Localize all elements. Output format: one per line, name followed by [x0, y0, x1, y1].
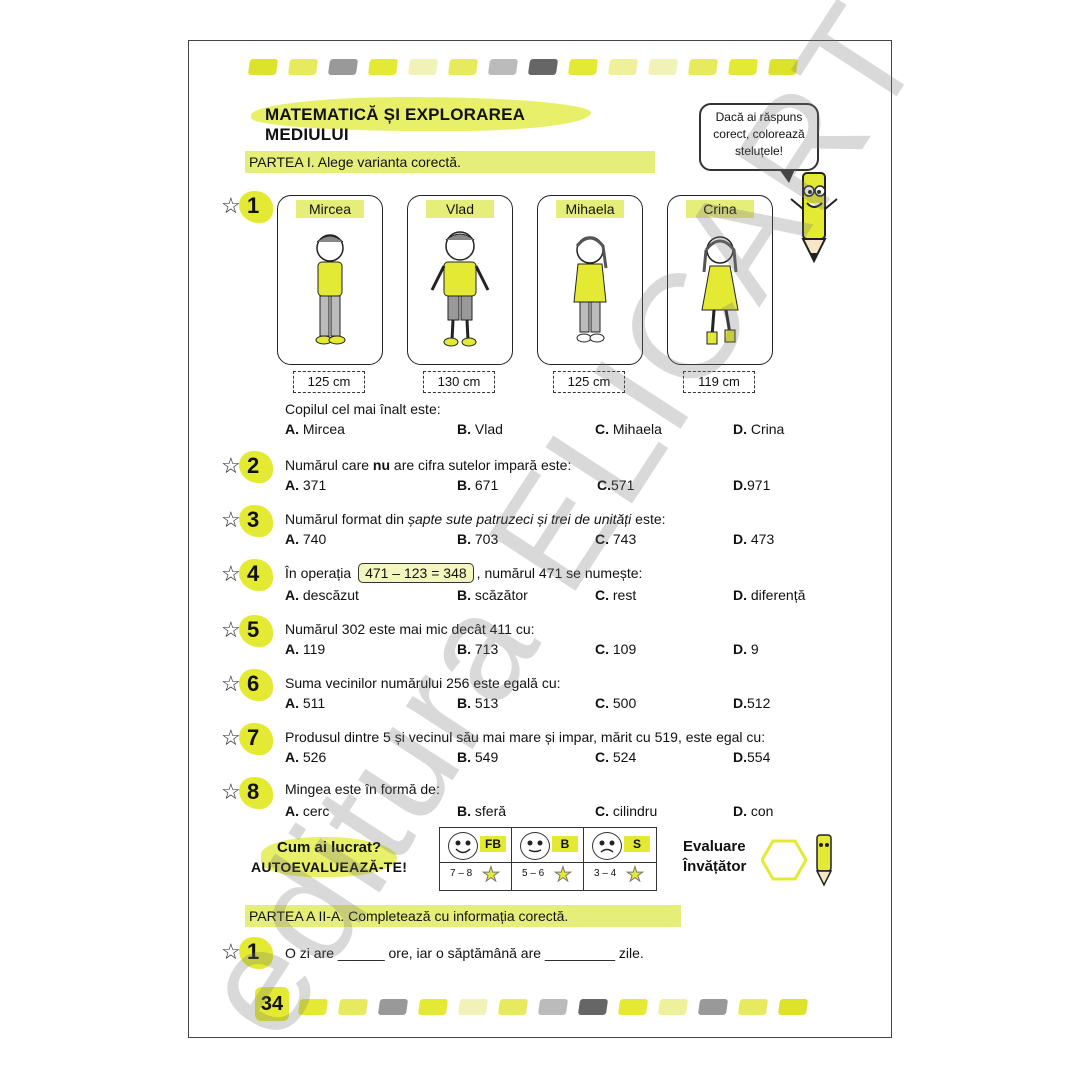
question-text: Numărul care nu are cifra sutelor impară…: [285, 457, 572, 473]
star-icon[interactable]: ☆: [221, 939, 241, 964]
teacher-evaluation-label: Evaluare Învățător: [679, 837, 749, 877]
operation-box: 471 – 123 = 348: [358, 563, 474, 583]
question-text: În operația 471 – 123 = 348, numărul 471…: [285, 563, 643, 583]
question-text: Numărul format din șapte sute patruzeci …: [285, 511, 666, 527]
level-fb[interactable]: FB 7 – 8 ★: [440, 828, 512, 890]
page-number: 34: [255, 987, 289, 1021]
level-b[interactable]: B 5 – 6 ★: [512, 828, 584, 890]
star-icon[interactable]: ☆: [221, 725, 241, 750]
part1-heading: PARTEA I. Alege varianta corectă.: [245, 151, 655, 173]
question-text: Suma vecinilor numărului 256 este egală …: [285, 675, 561, 691]
question-number-7: ☆ 7: [221, 723, 281, 759]
question-text: Mingea este în formă de:: [285, 781, 440, 797]
hexagon-evaluation-box[interactable]: [761, 839, 807, 881]
question-number-4: ☆ 4: [221, 559, 281, 595]
star-icon[interactable]: ★: [554, 864, 573, 887]
neutral-face-icon: [520, 832, 550, 860]
fill-in-question[interactable]: O zi are ______ ore, iar o săptămână are…: [285, 945, 644, 961]
question-number-3: ☆ 3: [221, 505, 281, 541]
height-label-mihaela: 125 cm: [553, 371, 625, 393]
star-icon[interactable]: ☆: [221, 193, 241, 218]
page-title: MATEMATICĂ ȘI EXPLORAREA MEDIULUI: [251, 97, 591, 144]
child-card-crina: Crina: [667, 195, 773, 365]
star-icon[interactable]: ☆: [221, 561, 241, 586]
height-label-mircea: 125 cm: [293, 371, 365, 393]
question-number-part2-1: ☆ 1: [221, 937, 281, 973]
happy-face-icon: [448, 832, 478, 860]
instruction-bubble: Dacă ai răspuns corect, colorează steluț…: [699, 103, 819, 183]
star-icon[interactable]: ☆: [221, 617, 241, 642]
girl-figure-icon: [573, 236, 608, 343]
star-icon[interactable]: ☆: [221, 779, 241, 804]
pencil-mascot-icon: [815, 834, 833, 887]
star-icon[interactable]: ★: [626, 864, 645, 887]
question-number-6: ☆ 6: [221, 669, 281, 705]
question-number-5: ☆ 5: [221, 615, 281, 651]
girl-figure-icon: [701, 236, 739, 345]
boy-figure-icon: [315, 234, 346, 345]
boy-figure-icon: [430, 231, 490, 347]
sad-face-icon: [592, 832, 622, 860]
child-card-mircea: Mircea: [277, 195, 383, 365]
top-decoration: [247, 59, 809, 75]
question-text: Copilul cel mai înalt este:: [285, 401, 441, 417]
star-icon[interactable]: ☆: [221, 671, 241, 696]
star-icon[interactable]: ★: [482, 864, 501, 887]
self-evaluation-label: Cum ai lucrat? AUTOEVALUEAZĂ-TE!: [251, 837, 408, 877]
question-text: Numărul 302 este mai mic decât 411 cu:: [285, 621, 535, 637]
child-card-vlad: Vlad: [407, 195, 513, 365]
height-label-crina: 119 cm: [683, 371, 755, 393]
star-icon[interactable]: ☆: [221, 453, 241, 478]
level-s[interactable]: S 3 – 4 ★: [584, 828, 656, 890]
star-icon[interactable]: ☆: [221, 507, 241, 532]
bottom-decoration: [297, 999, 819, 1015]
height-label-vlad: 130 cm: [423, 371, 495, 393]
workbook-page: MATEMATICĂ ȘI EXPLORAREA MEDIULUI Dacă a…: [188, 40, 892, 1038]
child-card-mihaela: Mihaela: [537, 195, 643, 365]
question-number-8: ☆ 8: [221, 777, 281, 813]
question-number-1: ☆ 1: [221, 191, 281, 227]
question-number-2: ☆ 2: [221, 451, 281, 487]
self-evaluation-scale: FB 7 – 8 ★ B 5 – 6 ★ S 3 – 4 ★: [439, 827, 657, 891]
part2-heading: PARTEA A II-A. Completează cu informația…: [245, 905, 681, 927]
pencil-mascot-icon: [790, 172, 838, 264]
question-text: Produsul dintre 5 și vecinul său mai mar…: [285, 729, 766, 745]
